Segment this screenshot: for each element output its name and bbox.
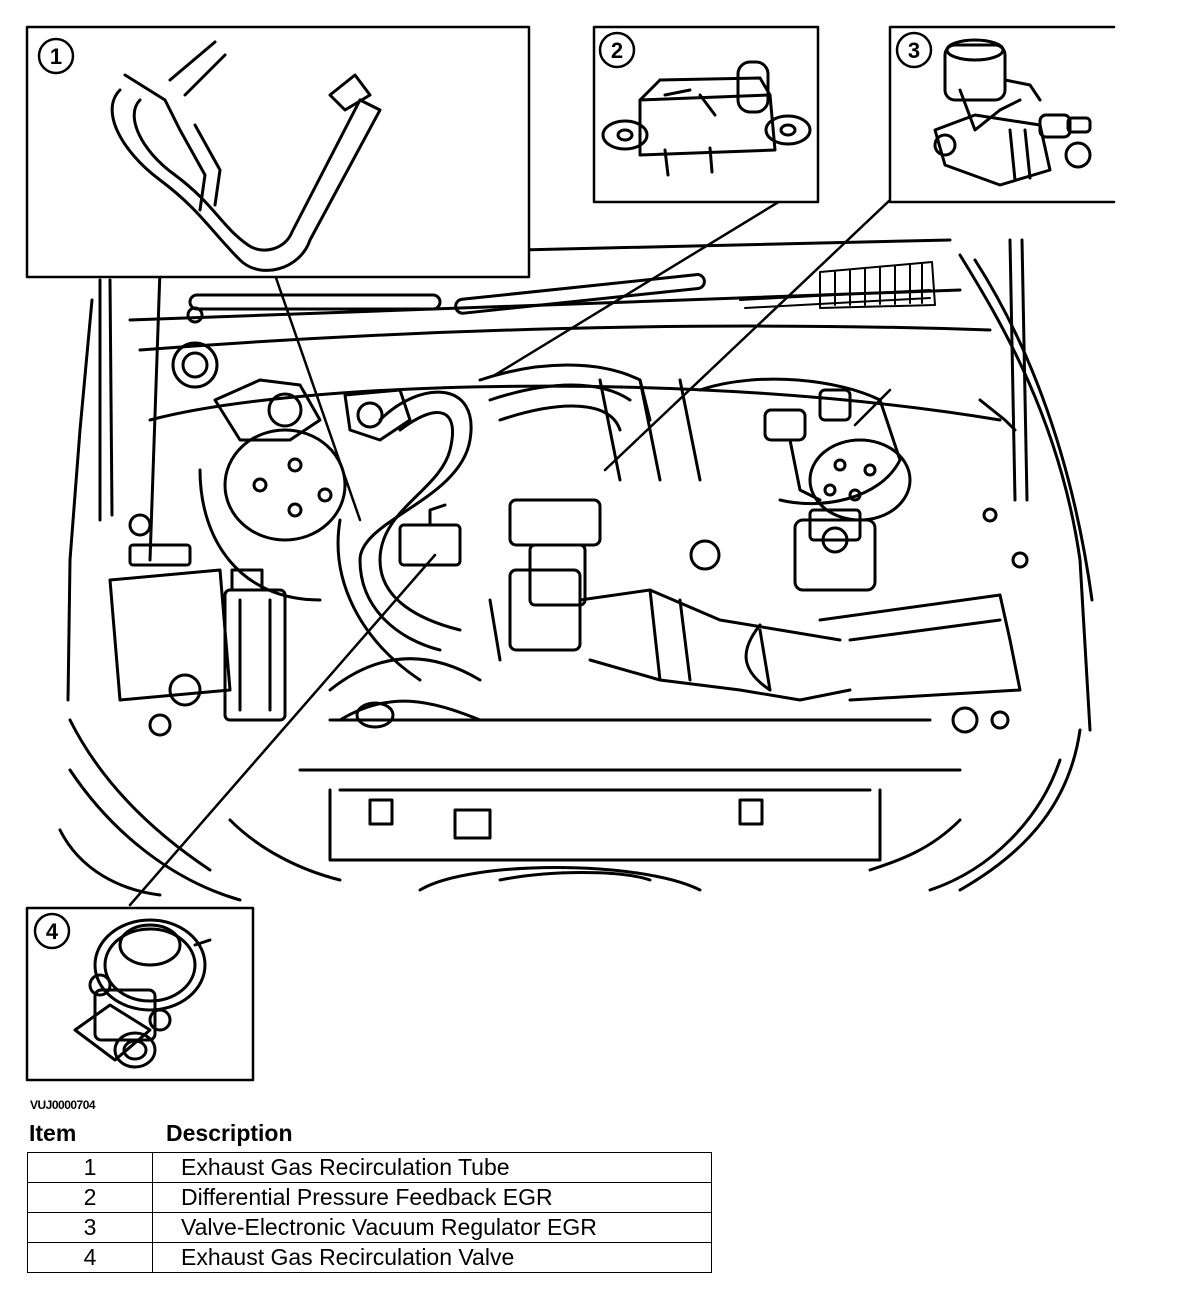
legend-row: 4 Exhaust Gas Recirculation Valve <box>27 1242 712 1273</box>
legend-table: 1 Exhaust Gas Recirculation Tube 2 Diffe… <box>27 1152 712 1273</box>
legend-item-number: 4 <box>27 1242 153 1273</box>
callout-number-3: 3 <box>908 38 920 63</box>
legend-item-description: Valve-Electronic Vacuum Regulator EGR <box>152 1212 712 1243</box>
callout-badge-1 <box>37 37 75 75</box>
figure-reference-code: VUJ0000704 <box>30 1098 96 1112</box>
legend-item-description: Exhaust Gas Recirculation Tube <box>152 1152 712 1183</box>
legend-item-description: Exhaust Gas Recirculation Valve <box>152 1242 712 1273</box>
leader-lines <box>128 193 892 907</box>
callout-box-1 <box>25 25 531 279</box>
legend-row: 2 Differential Pressure Feedback EGR <box>27 1182 712 1213</box>
callout-badge-4 <box>33 912 71 950</box>
legend-item-number: 1 <box>27 1152 153 1183</box>
egr-valve-icon <box>73 918 212 1069</box>
legend-item-description: Differential Pressure Feedback EGR <box>152 1182 712 1213</box>
legend-header-item: Item <box>29 1120 77 1146</box>
callout-badge-2 <box>598 31 636 69</box>
engine-bay-illustration <box>58 238 1094 902</box>
legend-row: 1 Exhaust Gas Recirculation Tube <box>27 1152 712 1183</box>
callout-number-1: 1 <box>50 44 62 69</box>
engine-bay-diagram: 1 2 3 4 <box>25 25 1116 1082</box>
callout-number-4: 4 <box>46 919 59 944</box>
legend-row: 3 Valve-Electronic Vacuum Regulator EGR <box>27 1212 712 1243</box>
legend-item-number: 3 <box>27 1212 153 1243</box>
dpfe-sensor-icon <box>601 60 812 177</box>
callout-box-2 <box>592 25 820 204</box>
legend-item-number: 2 <box>27 1182 153 1213</box>
callout-box-4 <box>25 906 255 1082</box>
egr-tube-icon <box>110 40 382 272</box>
evr-solenoid-icon <box>933 38 1092 187</box>
callout-box-3 <box>888 25 1116 204</box>
callout-number-2: 2 <box>611 38 623 63</box>
callout-badge-3 <box>895 31 933 69</box>
legend-header-description: Description <box>166 1120 293 1146</box>
